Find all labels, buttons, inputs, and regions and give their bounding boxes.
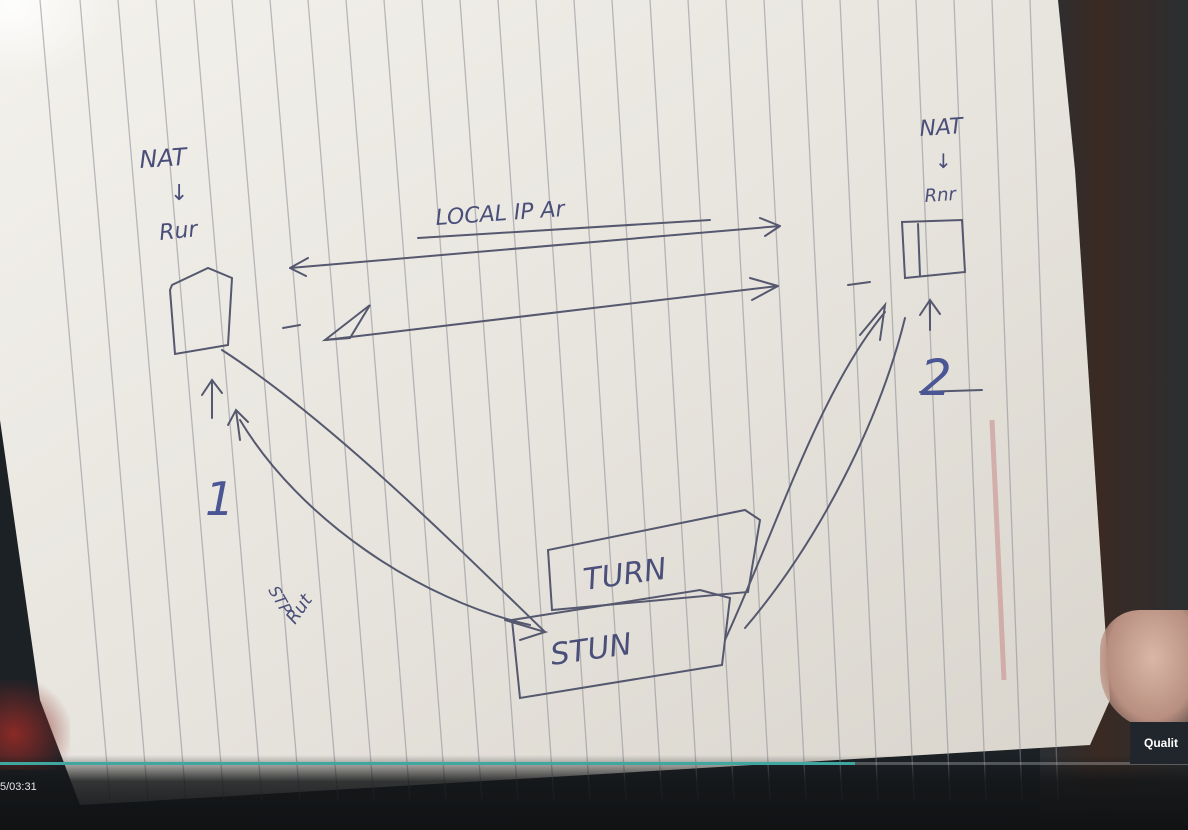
edge-left-to-stun — [221, 349, 546, 633]
right-node-arrow: ↓ — [935, 149, 952, 173]
time-display: 5/03:31 — [0, 781, 37, 793]
right-up-arrow — [919, 298, 941, 331]
diagram-strokes — [168, 217, 983, 700]
left-up-arrow-b — [227, 408, 249, 441]
top-arrow — [289, 217, 781, 277]
stun-box-outline — [510, 588, 732, 700]
left-node-arrow: ↓ — [170, 181, 188, 206]
step-two-label: 2 — [920, 349, 952, 407]
left-up-arrow-a — [201, 378, 223, 419]
turn-box-outline — [546, 508, 762, 612]
progress-fill — [0, 762, 856, 765]
quality-button[interactable]: Qualit — [1130, 722, 1188, 764]
edge-stun-to-right — [724, 311, 886, 641]
left-node-nat: NAT — [138, 143, 189, 174]
edge-turn-to-right — [744, 317, 906, 629]
step-one-label: 1 — [205, 472, 234, 526]
right-node-nat: NAT — [919, 114, 966, 142]
right-node-label: Rnr — [924, 184, 958, 207]
left-node-box — [168, 266, 234, 356]
right-node-box — [900, 218, 967, 280]
progress-bar[interactable] — [0, 762, 1188, 765]
edge-stun-to-left — [239, 419, 531, 626]
ruled-lines — [39, 0, 1059, 801]
left-node-label: Rur — [158, 217, 201, 246]
player-controls — [0, 755, 1188, 830]
hand — [1100, 610, 1188, 730]
middle-arrow — [324, 277, 779, 341]
